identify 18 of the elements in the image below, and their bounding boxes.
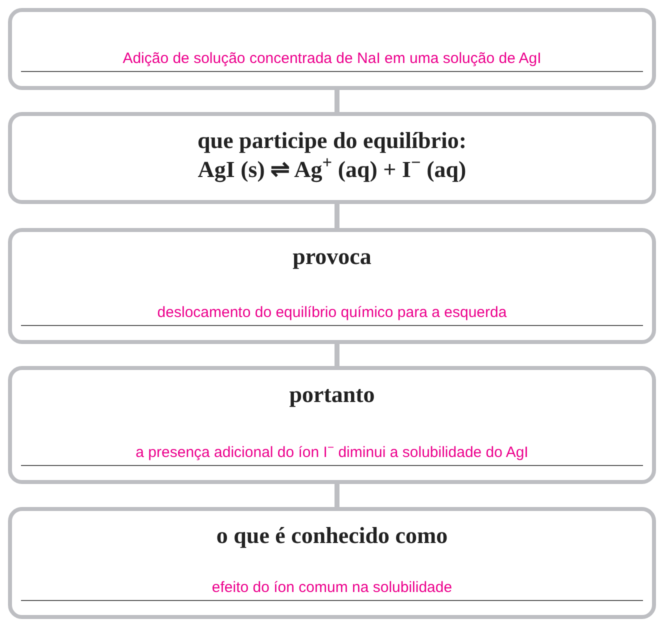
rounded-box [8,8,656,90]
fill-in-line: Adição de solução concentrada de NaI em uma solução de AgI [21,49,643,72]
heading-text: que participe do equilíbrio: [198,127,466,155]
rounded-box [8,507,656,619]
fill-in-line: efeito do íon comum na solubilidade [21,578,643,601]
connector-line [334,484,340,507]
rounded-box [8,228,656,344]
heading-text: provoca [292,243,372,271]
rounded-box [8,366,656,484]
connector-line [334,204,340,228]
connector-line [334,344,340,366]
connector-line [334,90,340,112]
heading-text: o que é conhecido como [216,522,448,550]
fill-in-line: a presença adicional do íon I$^{−}$ diminui a solubilidade do AgI [21,443,643,466]
heading-text: portanto [289,381,375,409]
fill-in-line: deslocamento do equilíbrio químico para a esquerda [21,303,643,326]
equilibrium-equation: AgI (s) ⇌ Ag$^{+}$ (aq) + I$^{−}$ (aq) [198,155,466,184]
rounded-box [8,112,656,204]
